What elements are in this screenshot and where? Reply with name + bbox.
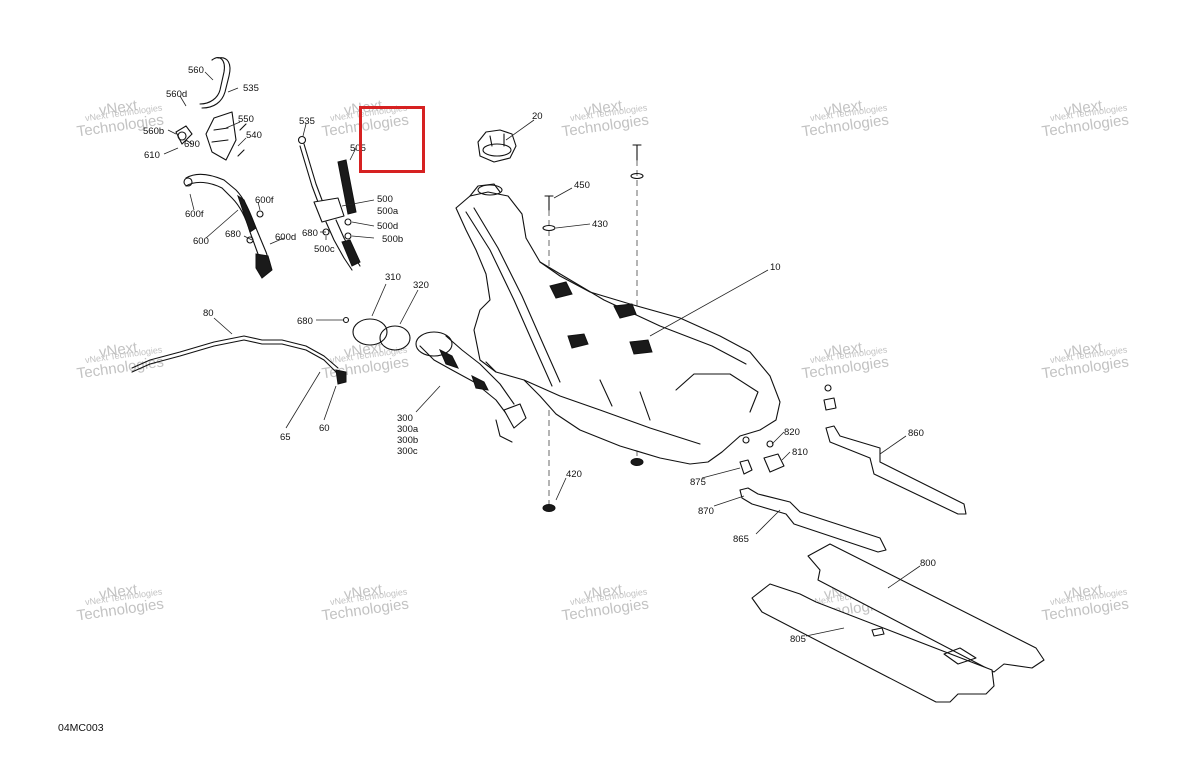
upper-bolt-and-washer[interactable]: [630, 144, 644, 180]
callout-10: 10: [770, 262, 781, 273]
callout-870: 870: [698, 506, 714, 517]
callout-310: 310: [385, 272, 401, 283]
svg-text:vNext: vNext: [343, 581, 384, 603]
callout-labels: 560 535 560d 550 560b 540 690 610 600f 6…: [143, 65, 936, 645]
selection-highlight-box: [359, 106, 425, 173]
callout-600f: 600f: [255, 195, 274, 206]
diagram-code: 04MC003: [58, 722, 104, 734]
callout-560d: 560d: [166, 89, 187, 100]
watermark: vNext vNext Technologies Technologies: [801, 97, 890, 141]
fuel-pump[interactable]: [415, 331, 527, 443]
callout-300a: 300a: [397, 424, 419, 435]
callout-500c: 500c: [314, 244, 335, 255]
callout-560: 560: [188, 65, 204, 76]
callout-420: 420: [566, 469, 582, 480]
callout-505: 505: [350, 143, 366, 154]
o-rings[interactable]: [342, 316, 411, 351]
fuel-cap[interactable]: [477, 129, 517, 163]
leader-lines: [163, 71, 921, 637]
callout-800: 800: [920, 558, 936, 569]
callout-875: 875: [690, 477, 706, 488]
callout-65: 65: [280, 432, 291, 443]
bolt-and-washer[interactable]: [542, 195, 556, 232]
vent-hose-assembly[interactable]: [175, 57, 273, 279]
callout-610: 610: [144, 150, 160, 161]
svg-text:vNext: vNext: [583, 581, 624, 603]
callout-500b: 500b: [382, 234, 403, 245]
vent-line-assembly[interactable]: [297, 135, 361, 271]
callout-450: 450: [574, 180, 590, 191]
callout-690: 690: [184, 139, 200, 150]
svg-text:vNext: vNext: [98, 581, 139, 603]
fuel-line[interactable]: [131, 335, 347, 385]
callout-540: 540: [246, 130, 262, 141]
callout-300c: 300c: [397, 446, 418, 457]
callout-600f-lower: 600f: [185, 209, 204, 220]
callout-860: 860: [908, 428, 924, 439]
watermark: vNext vNext Technologies Technologies: [1041, 581, 1130, 625]
watermark: vNext vNext Technologies Technologies: [561, 97, 650, 141]
callout-20: 20: [532, 111, 543, 122]
svg-text:vNext: vNext: [1063, 339, 1104, 361]
callout-810: 810: [792, 447, 808, 458]
callout-300: 300: [397, 413, 413, 424]
svg-text:vNext: vNext: [823, 339, 864, 361]
callout-430: 430: [592, 219, 608, 230]
svg-text:vNext: vNext: [98, 339, 139, 361]
mounting-brackets[interactable]: [739, 384, 967, 553]
svg-text:vNext: vNext: [1063, 581, 1104, 603]
svg-text:vNext: vNext: [1063, 97, 1104, 119]
watermark: vNext vNext Technologies Technologies: [561, 581, 650, 625]
watermark: vNext vNext Technologies Technologies: [801, 339, 890, 383]
svg-text:vNext: vNext: [98, 97, 139, 119]
callout-560b: 560b: [143, 126, 164, 137]
watermark: vNext vNext Technologies Technologies: [1041, 339, 1130, 383]
watermark: vNext vNext Technologies Technologies: [321, 339, 410, 383]
callout-60: 60: [319, 423, 330, 434]
grommet[interactable]: [542, 458, 644, 512]
callout-550: 550: [238, 114, 254, 125]
callout-600: 600: [193, 236, 209, 247]
callout-600d: 600d: [275, 232, 296, 243]
callout-535-b: 535: [299, 116, 315, 127]
callout-820: 820: [784, 427, 800, 438]
watermark: vNext vNext Technologies Technologies: [76, 581, 165, 625]
callout-535: 535: [243, 83, 259, 94]
callout-320: 320: [413, 280, 429, 291]
watermark: vNext vNext Technologies Technologies: [321, 581, 410, 625]
callout-300b: 300b: [397, 435, 418, 446]
callout-500a: 500a: [377, 206, 399, 217]
callout-680: 680: [225, 229, 241, 240]
fuel-tank[interactable]: [455, 183, 781, 465]
callout-865: 865: [733, 534, 749, 545]
callout-500d: 500d: [377, 221, 398, 232]
svg-text:vNext: vNext: [583, 97, 624, 119]
watermark: vNext vNext Technologies Technologies: [1041, 97, 1130, 141]
callout-500: 500: [377, 194, 393, 205]
callout-680-c: 680: [297, 316, 313, 327]
callout-805: 805: [790, 634, 806, 645]
callout-680-b: 680: [302, 228, 318, 239]
skid-plates[interactable]: [751, 543, 1045, 703]
callout-80: 80: [203, 308, 214, 319]
svg-text:vNext: vNext: [823, 97, 864, 119]
